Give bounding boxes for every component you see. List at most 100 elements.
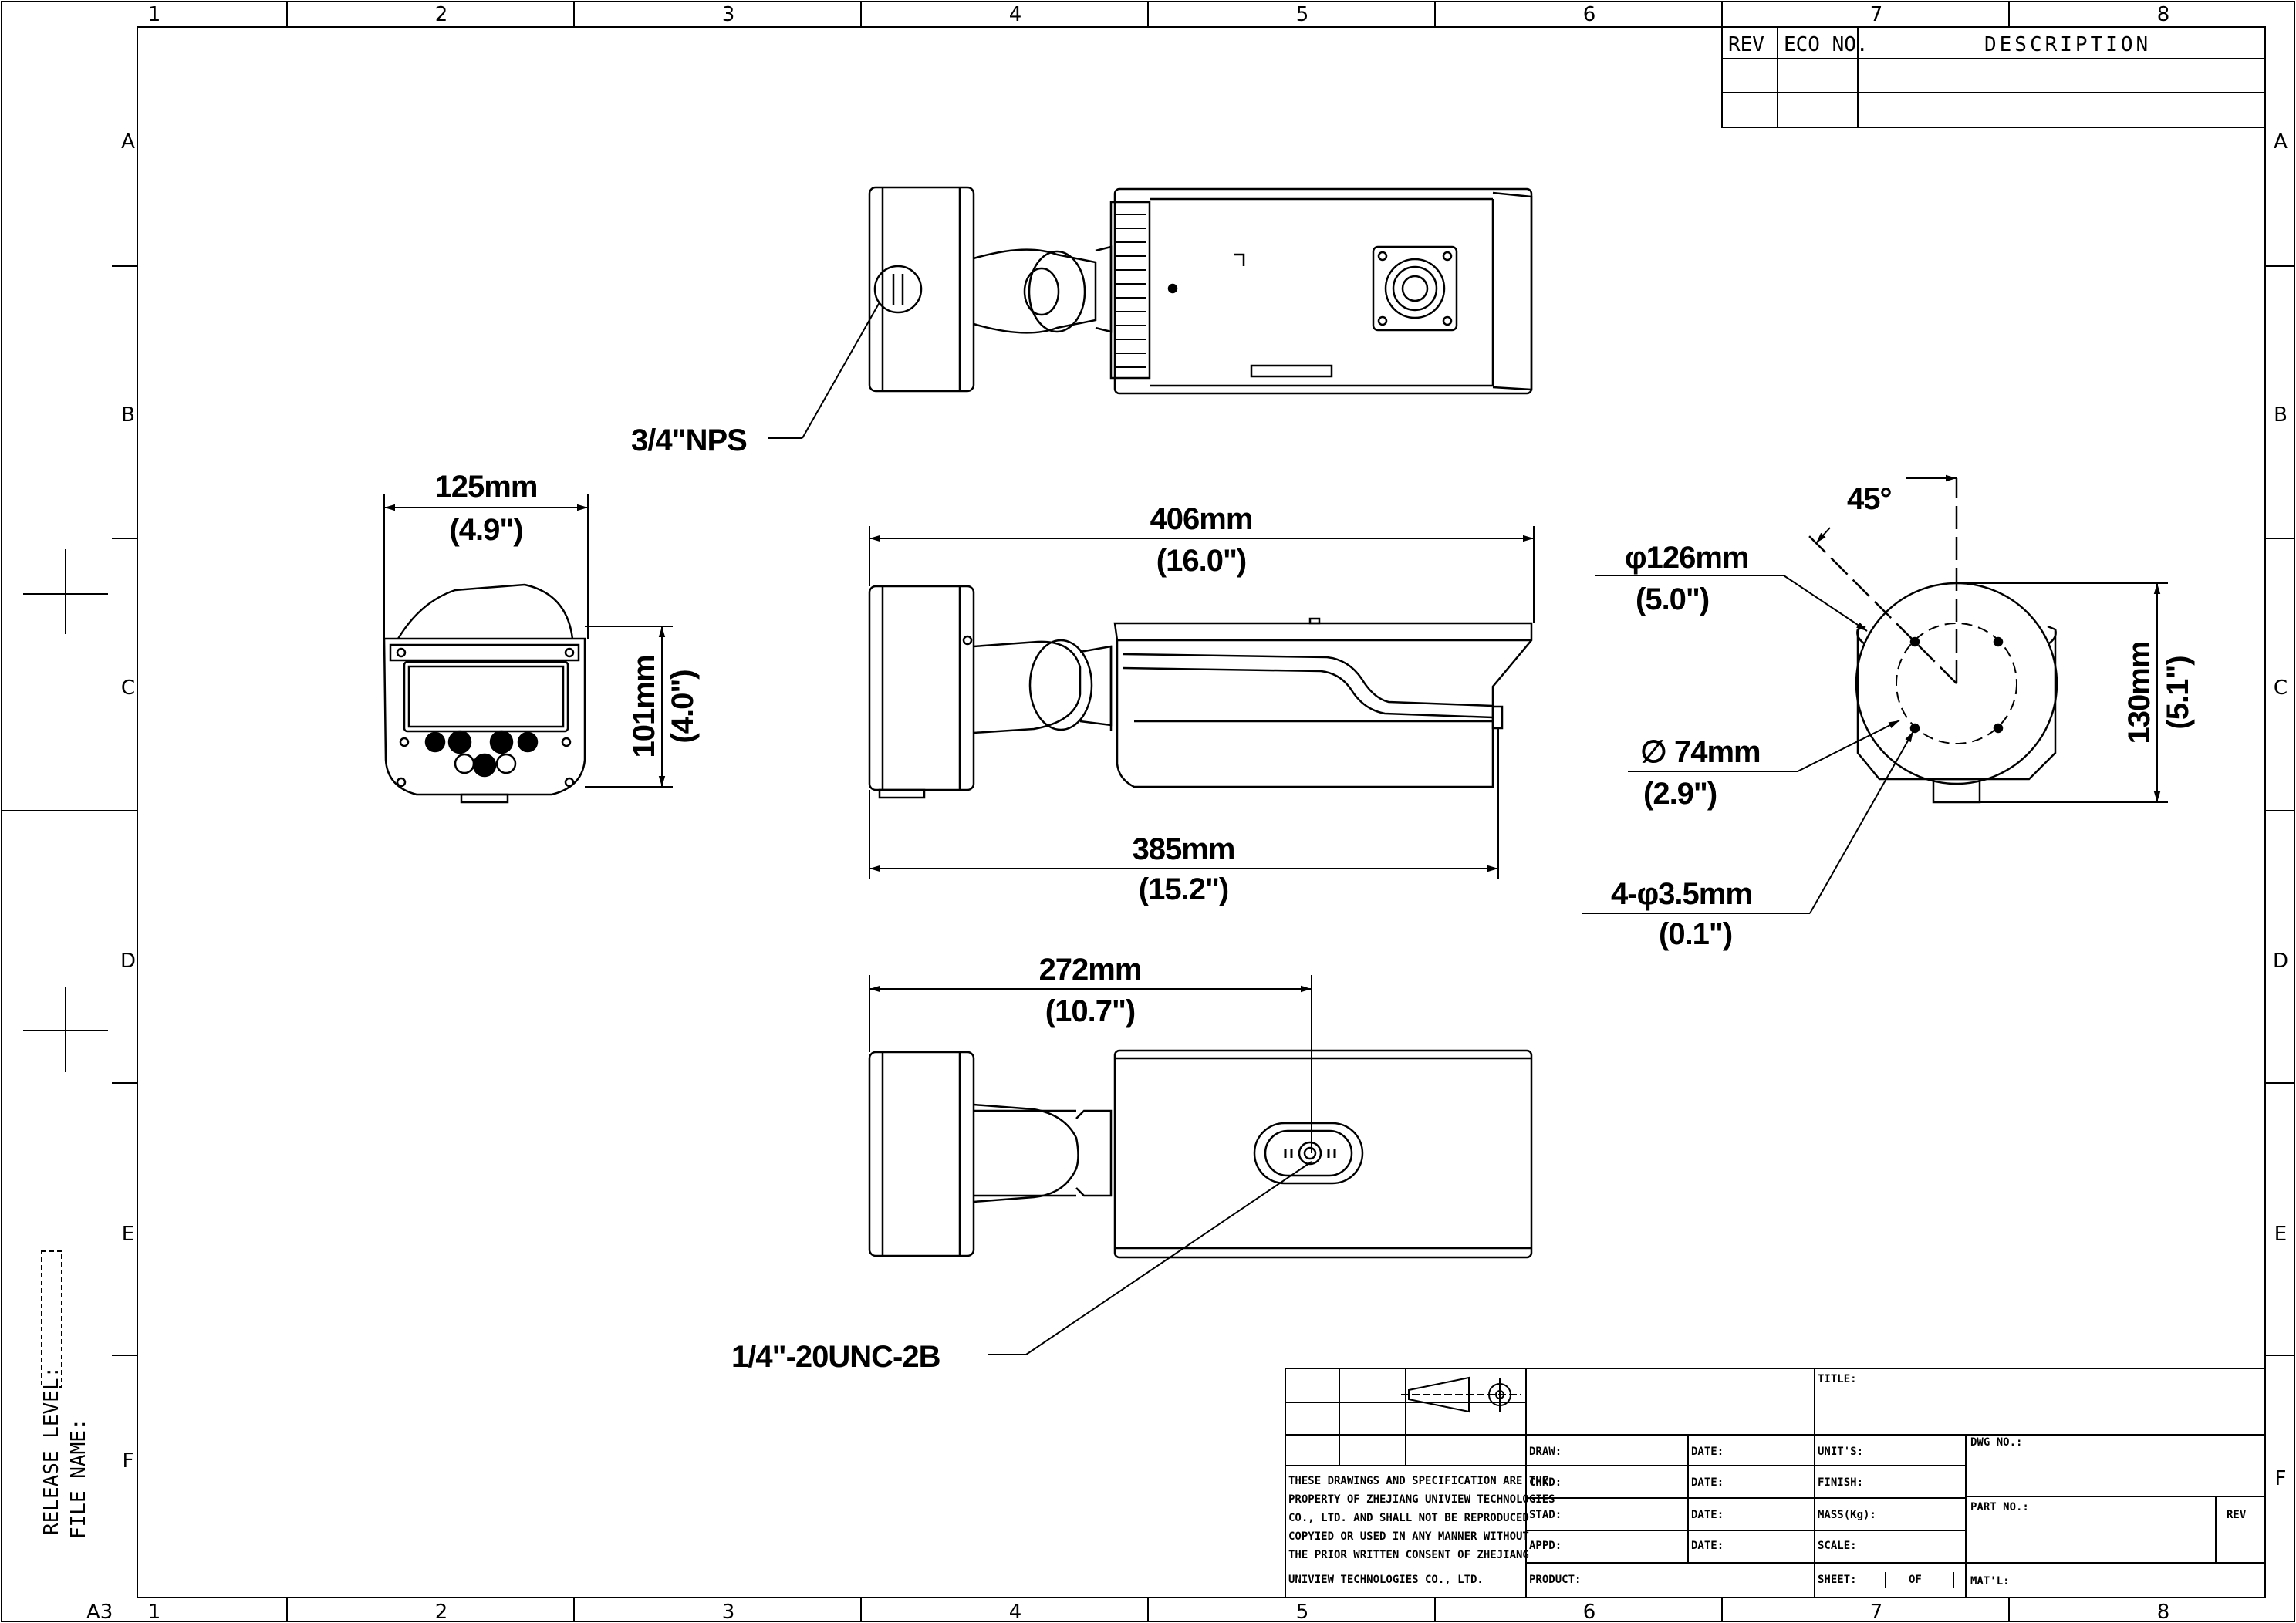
- col-label: 7: [1870, 1601, 1883, 1623]
- col-label: 8: [2157, 1601, 2170, 1623]
- bolt-circle-mm: ∅ 74mm: [1640, 735, 1761, 769]
- sheet-size-label: A3: [86, 1601, 113, 1623]
- product-label: PRODUCT:: [1529, 1574, 1581, 1586]
- front-height-in: (4.0"): [666, 670, 700, 743]
- rev-label: REV: [2227, 1509, 2247, 1521]
- overall-length-dimension: [869, 526, 1535, 623]
- col-label: 5: [1296, 1601, 1309, 1623]
- col-label: 4: [1009, 1601, 1022, 1623]
- appd-label: APPD:: [1529, 1540, 1562, 1552]
- mount-to-hole-dimension: [869, 975, 1312, 1153]
- front-width-in: (4.9"): [449, 513, 522, 547]
- base-height-dimension: [1957, 582, 2168, 803]
- holes-mm: 4-φ3.5mm: [1611, 877, 1752, 911]
- mount-to-hole-mm: 272mm: [1039, 953, 1142, 987]
- mass-label: MASS(Kg):: [1818, 1509, 1876, 1521]
- base-height-mm: 130mm: [2122, 642, 2156, 744]
- bolt-circle-leader: [1628, 720, 1900, 772]
- row-label: A: [2274, 130, 2288, 154]
- tripod-thread-leader: [988, 1161, 1312, 1355]
- matl-label: MAT'L:: [1970, 1575, 2010, 1588]
- notice-line: THE PRIOR WRITTEN CONSENT OF ZHEJIANG: [1288, 1549, 1529, 1561]
- notice-line: CO., LTD. AND SHALL NOT BE REPRODUCED: [1288, 1512, 1529, 1524]
- notice-line: COPYIED OR USED IN ANY MANNER WITHOUT: [1288, 1530, 1529, 1543]
- col-label: 7: [1870, 3, 1883, 26]
- col-label: 3: [722, 1601, 735, 1623]
- col-label: 3: [722, 3, 735, 26]
- notice-line: THESE DRAWINGS AND SPECIFICATION ARE THE: [1288, 1475, 1548, 1487]
- base-diameter-leader: [1595, 575, 1868, 632]
- row-label: B: [2274, 403, 2288, 427]
- front-view: [383, 583, 586, 804]
- chkd-label: CHKD:: [1529, 1476, 1562, 1489]
- date-label: DATE:: [1691, 1446, 1724, 1458]
- row-label: D: [120, 950, 136, 973]
- col-label: 8: [2157, 3, 2170, 26]
- sheet-label: SHEET:: [1818, 1574, 1857, 1586]
- notice-line: PROPERTY OF ZHEJIANG UNIVIEW TECHNOLOGIE…: [1288, 1493, 1555, 1506]
- front-height-dimension: [585, 626, 673, 788]
- front-width-dimension: [383, 494, 589, 639]
- overall-length-in: (16.0"): [1156, 544, 1246, 578]
- row-label: E: [2274, 1223, 2287, 1246]
- col-label: 4: [1009, 3, 1022, 26]
- base-diameter-in: (5.0"): [1636, 582, 1709, 616]
- title-block-fields: DRAW: CHKD: STAD: APPD: DATE: DATE: DATE…: [1529, 1373, 2247, 1588]
- row-label: B: [121, 403, 135, 427]
- top-view: [868, 186, 1533, 395]
- row-label: C: [2274, 677, 2288, 700]
- front-width-mm: 125mm: [435, 470, 538, 504]
- description-header: DESCRIPTION: [1984, 33, 2151, 56]
- col-label: 1: [148, 1601, 161, 1623]
- units-label: UNIT'S:: [1818, 1446, 1863, 1458]
- body-length-in: (15.2"): [1139, 872, 1228, 906]
- col-label: 6: [1583, 3, 1596, 26]
- part-no-label: PART NO.:: [1970, 1501, 2029, 1513]
- release-level-label: RELEASE LEVEL:: [40, 1366, 63, 1535]
- bolt-circle-in: (2.9"): [1643, 777, 1717, 811]
- notice-line: UNIVIEW TECHNOLOGIES CO., LTD.: [1288, 1574, 1484, 1586]
- revision-table: [1721, 26, 2266, 128]
- date-label: DATE:: [1691, 1476, 1724, 1489]
- body-length-mm: 385mm: [1133, 832, 1235, 866]
- date-label: DATE:: [1691, 1540, 1724, 1552]
- angle-dimension: [1815, 474, 1957, 544]
- col-label: 5: [1296, 3, 1309, 26]
- base-height-in: (5.1"): [2161, 656, 2195, 729]
- draw-label: DRAW:: [1529, 1446, 1562, 1458]
- dwg-no-label: DWG NO.:: [1970, 1436, 2022, 1449]
- grid-row-labels: A B C D E F A B C D E F: [120, 130, 2288, 1490]
- row-label: E: [122, 1223, 134, 1246]
- mount-to-hole-in: (10.7"): [1045, 994, 1135, 1028]
- row-label: D: [2273, 950, 2288, 973]
- base-view: [1808, 478, 2058, 804]
- front-height-mm: 101mm: [627, 656, 661, 758]
- conduit-leader: [768, 302, 880, 439]
- row-label: A: [121, 130, 135, 154]
- overall-length-mm: 406mm: [1150, 502, 1253, 536]
- conduit-callout: 3/4"NPS: [631, 423, 747, 457]
- body-length-dimension: [869, 728, 1499, 879]
- release-stamp-box: [41, 1250, 62, 1388]
- scale-label: SCALE:: [1818, 1540, 1857, 1552]
- date-label: DATE:: [1691, 1509, 1724, 1521]
- col-label: 2: [435, 3, 448, 26]
- rev-header: REV: [1728, 33, 1764, 56]
- row-label: C: [121, 677, 135, 700]
- of-label: OF: [1909, 1574, 1922, 1586]
- holes-leader: [1582, 731, 1914, 914]
- row-label: F: [2275, 1467, 2287, 1490]
- stad-label: STAD:: [1529, 1509, 1562, 1521]
- grid-column-labels: 1 2 3 4 5 6 7 8 1 2 3 4 5 6 7 8: [148, 3, 2170, 1623]
- side-view: [868, 585, 1533, 799]
- base-diameter-mm: φ126mm: [1625, 541, 1748, 575]
- col-label: 6: [1583, 1601, 1596, 1623]
- sheet-number-bars: [1885, 1572, 1954, 1588]
- title-block: [1285, 1368, 2266, 1598]
- holes-in: (0.1"): [1659, 917, 1732, 951]
- finish-label: FINISH:: [1818, 1476, 1863, 1489]
- eco-no-header: ECO NO.: [1784, 33, 1869, 56]
